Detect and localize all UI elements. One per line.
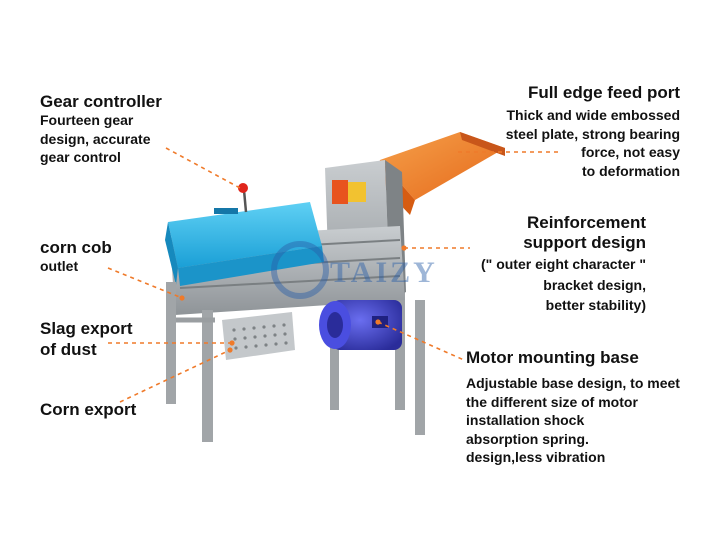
callout-desc-line: Adjustable base design, to meet (466, 375, 680, 391)
rear-leg (330, 300, 339, 410)
callout-desc-line: absorption spring. (466, 430, 589, 447)
front-leg (202, 310, 213, 442)
leader-lines (107, 147, 558, 403)
callout-desc-line: gear control (40, 149, 121, 165)
callout-gear-controller: Gear controller Fourteen gear design, ac… (40, 92, 190, 167)
callout-title: Corn export (40, 400, 137, 419)
gear-knob-icon (238, 183, 248, 213)
front-leg (166, 282, 176, 404)
callout-desc-line: Fourteen gear (40, 112, 134, 128)
watermark-text: TAIZY (330, 256, 438, 289)
slag-outlet (222, 312, 295, 360)
callout-title-line: Reinforcement (526, 213, 646, 232)
callout-title: Motor mounting base (466, 348, 639, 367)
callout-desc-line: (" outer eight character " (481, 256, 646, 272)
callout-desc-line: to deformation (582, 162, 680, 179)
callout-slag-export: Slag export of dust (40, 318, 133, 360)
leader-dots (179, 245, 407, 353)
callout-motor-base: Motor mounting base Adjustable base desi… (466, 348, 680, 467)
callout-corn-export: Corn export (40, 400, 136, 419)
callout-desc-line: design, accurate (40, 130, 151, 147)
callout-feed-port: Full edge feed port Thick and wide embos… (506, 83, 680, 180)
motor-icon (319, 300, 402, 350)
callout-desc-line: Thick and wide embossed (506, 107, 681, 123)
blue-cover (165, 202, 324, 286)
callout-title: corn cob (40, 238, 112, 257)
callout-title: Gear controller (40, 92, 162, 111)
callout-corn-cob-outlet: corn cob outlet (40, 238, 112, 276)
callout-desc-line: better stability) (545, 297, 646, 313)
callout-desc-line: design,less vibration (466, 449, 606, 465)
callout-title: Full edge feed port (527, 83, 680, 102)
watermark-logo: TAIZY (271, 241, 438, 299)
callout-title-line: Slag export (40, 319, 133, 338)
callout-desc-line: force, not easy (581, 144, 680, 160)
callout-title-line: support design (523, 233, 646, 252)
front-leg (415, 300, 425, 435)
callout-desc-line: bracket design, (543, 276, 646, 293)
callout-desc-line: installation shock (466, 412, 585, 428)
callout-desc-line: the different size of motor (466, 393, 638, 410)
callout-title-line: of dust (40, 340, 97, 359)
callout-desc-line: outlet (40, 258, 79, 274)
callout-desc-line: steel plate, strong bearing (505, 125, 680, 142)
callout-reinforcement: Reinforcement support design (" outer ei… (481, 213, 646, 315)
